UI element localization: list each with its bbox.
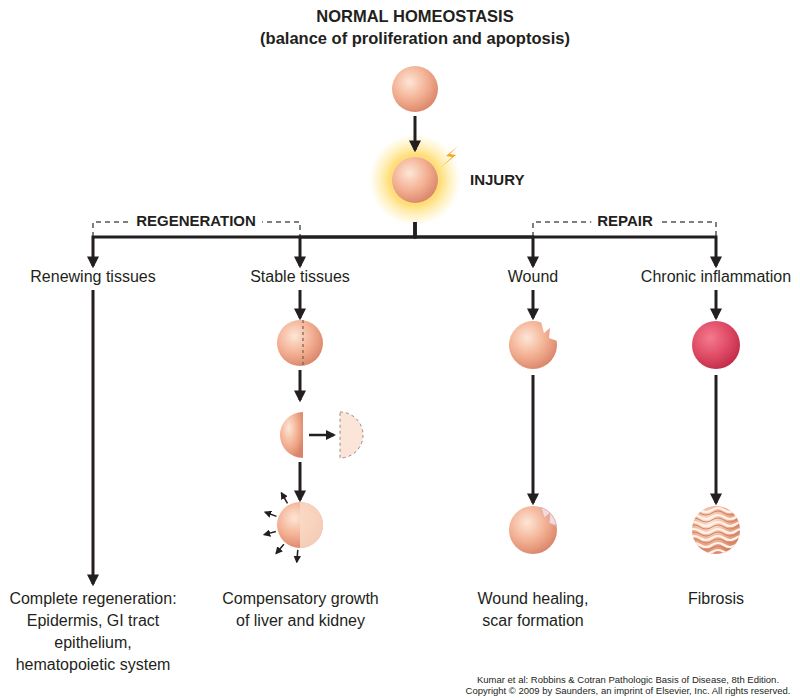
flow-arrow	[309, 434, 334, 437]
wounded-cell	[509, 321, 557, 369]
credit-text: Copyright © 2009 by Saunders, an imprint…	[466, 685, 791, 696]
node-text: Wound	[463, 268, 603, 286]
text-node: Complete regeneration: Epidermis, GI tra…	[7, 588, 179, 676]
wound-sequence	[509, 290, 557, 554]
fibrosis-strands	[688, 508, 748, 554]
flow-arrow	[532, 375, 535, 503]
text-node: Chronic inflammation	[632, 268, 800, 286]
connector-arrow	[92, 290, 95, 584]
cell-sphere	[277, 320, 323, 366]
heading-text: (balance of proliferation and apoptosis)	[260, 29, 570, 48]
connector-arrow	[415, 222, 716, 266]
heading-text: NORMAL HOMEOSTASIS	[316, 7, 513, 26]
node-text: Stable tissues	[210, 268, 390, 286]
bracket-label: REPAIR	[591, 212, 659, 230]
remaining-half-cell	[280, 412, 303, 458]
connector-arrow	[414, 116, 417, 150]
injury-bolt	[440, 146, 458, 168]
flow-arrow	[299, 462, 302, 500]
credit-text: Kumar et al: Robbins & Cotran Pathologic…	[477, 674, 779, 685]
inflamed-cell	[692, 321, 740, 369]
normal-cell	[391, 65, 439, 113]
node-text: Renewing tissues	[3, 268, 183, 286]
text-node: Renewing tissues	[3, 268, 183, 286]
regrown-half-cell	[300, 502, 323, 548]
bracket-label: REGENERATION	[130, 212, 262, 230]
node-text: Complete regeneration: Epidermis, GI tra…	[7, 588, 179, 676]
flow-arrow	[715, 375, 718, 503]
connector-arrow	[300, 222, 415, 266]
scar-patch	[541, 507, 556, 525]
lost-half-cell	[340, 412, 363, 458]
connector-arrow	[415, 222, 533, 266]
text-node: Wound healing, scar formation	[468, 588, 598, 632]
text-node: Compensatory growth of liver and kidney	[218, 588, 383, 632]
text-node: Stable tissues	[210, 268, 390, 286]
cell-node: NORMAL HOMEOSTASIS(balance of proliferat…	[391, 65, 439, 113]
cut-line	[302, 320, 303, 366]
growth-arrows	[264, 493, 298, 562]
cell-sphere	[392, 66, 438, 112]
injured-cell	[391, 156, 439, 204]
text-node: Wound	[463, 268, 603, 286]
cell-sphere	[392, 157, 438, 203]
node-text: Fibrosis	[656, 588, 776, 610]
node-text: Chronic inflammation	[632, 268, 800, 286]
flow-arrow	[299, 290, 302, 318]
node-text: Wound healing, scar formation	[468, 588, 598, 632]
flow-arrow	[715, 290, 718, 318]
cell-node: INJURY	[391, 156, 439, 204]
chronic-inflammation-sequence	[688, 290, 748, 554]
text-node: Fibrosis	[656, 588, 776, 610]
stable-tissue-sequence	[264, 290, 363, 562]
node-text: Compensatory growth of liver and kidney	[218, 588, 383, 632]
heading-text: INJURY	[470, 171, 524, 188]
flow-arrow	[532, 290, 535, 318]
cell-sphere	[277, 502, 323, 548]
healed-cell	[509, 506, 557, 554]
flow-arrow	[299, 370, 302, 400]
